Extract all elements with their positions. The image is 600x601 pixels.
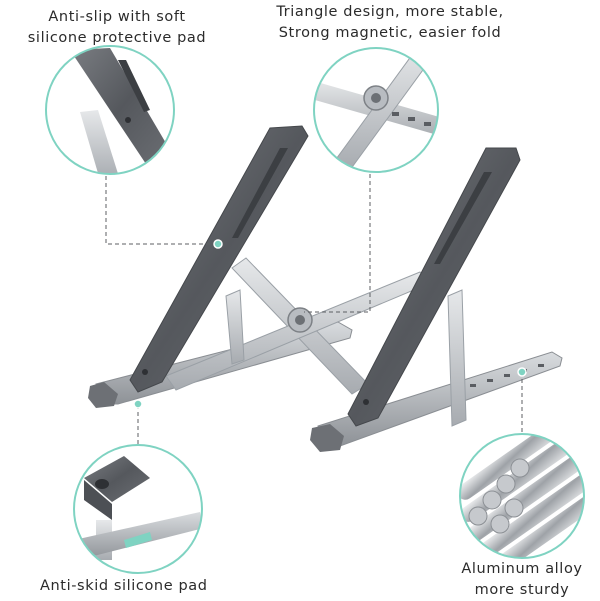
detail-circle-anti-skid bbox=[73, 444, 203, 574]
callout-label-anti-skid: Anti-skid silicone pad bbox=[40, 576, 208, 597]
callout-label-aluminum: Aluminum alloy more sturdy bbox=[452, 559, 592, 601]
callout-label-silicone-pad: Anti-slip with soft silicone protective … bbox=[10, 7, 224, 49]
detail-circle-aluminum bbox=[459, 433, 585, 559]
callout-line: Anti-skid silicone pad bbox=[40, 578, 208, 594]
callout-label-triangle-design: Triangle design, more stable, Strong mag… bbox=[254, 2, 526, 44]
callout-line: Triangle design, more stable, bbox=[276, 4, 504, 20]
callout-dot bbox=[213, 239, 223, 249]
detail-circle-hinge bbox=[313, 47, 439, 173]
callout-dot bbox=[517, 367, 527, 377]
aluminum-rods bbox=[460, 434, 584, 558]
callout-line: more sturdy bbox=[474, 582, 570, 598]
laptop-stand bbox=[88, 125, 563, 452]
callout-line: Strong magnetic, easier fold bbox=[278, 25, 502, 41]
callout-line: silicone protective pad bbox=[27, 30, 207, 46]
callout-dot bbox=[133, 399, 143, 409]
detail-circle-silicone-pad bbox=[45, 45, 175, 175]
callout-line: Aluminum alloy bbox=[461, 561, 583, 577]
leader-lines bbox=[105, 174, 523, 444]
callout-line: Anti-slip with soft bbox=[48, 9, 186, 25]
